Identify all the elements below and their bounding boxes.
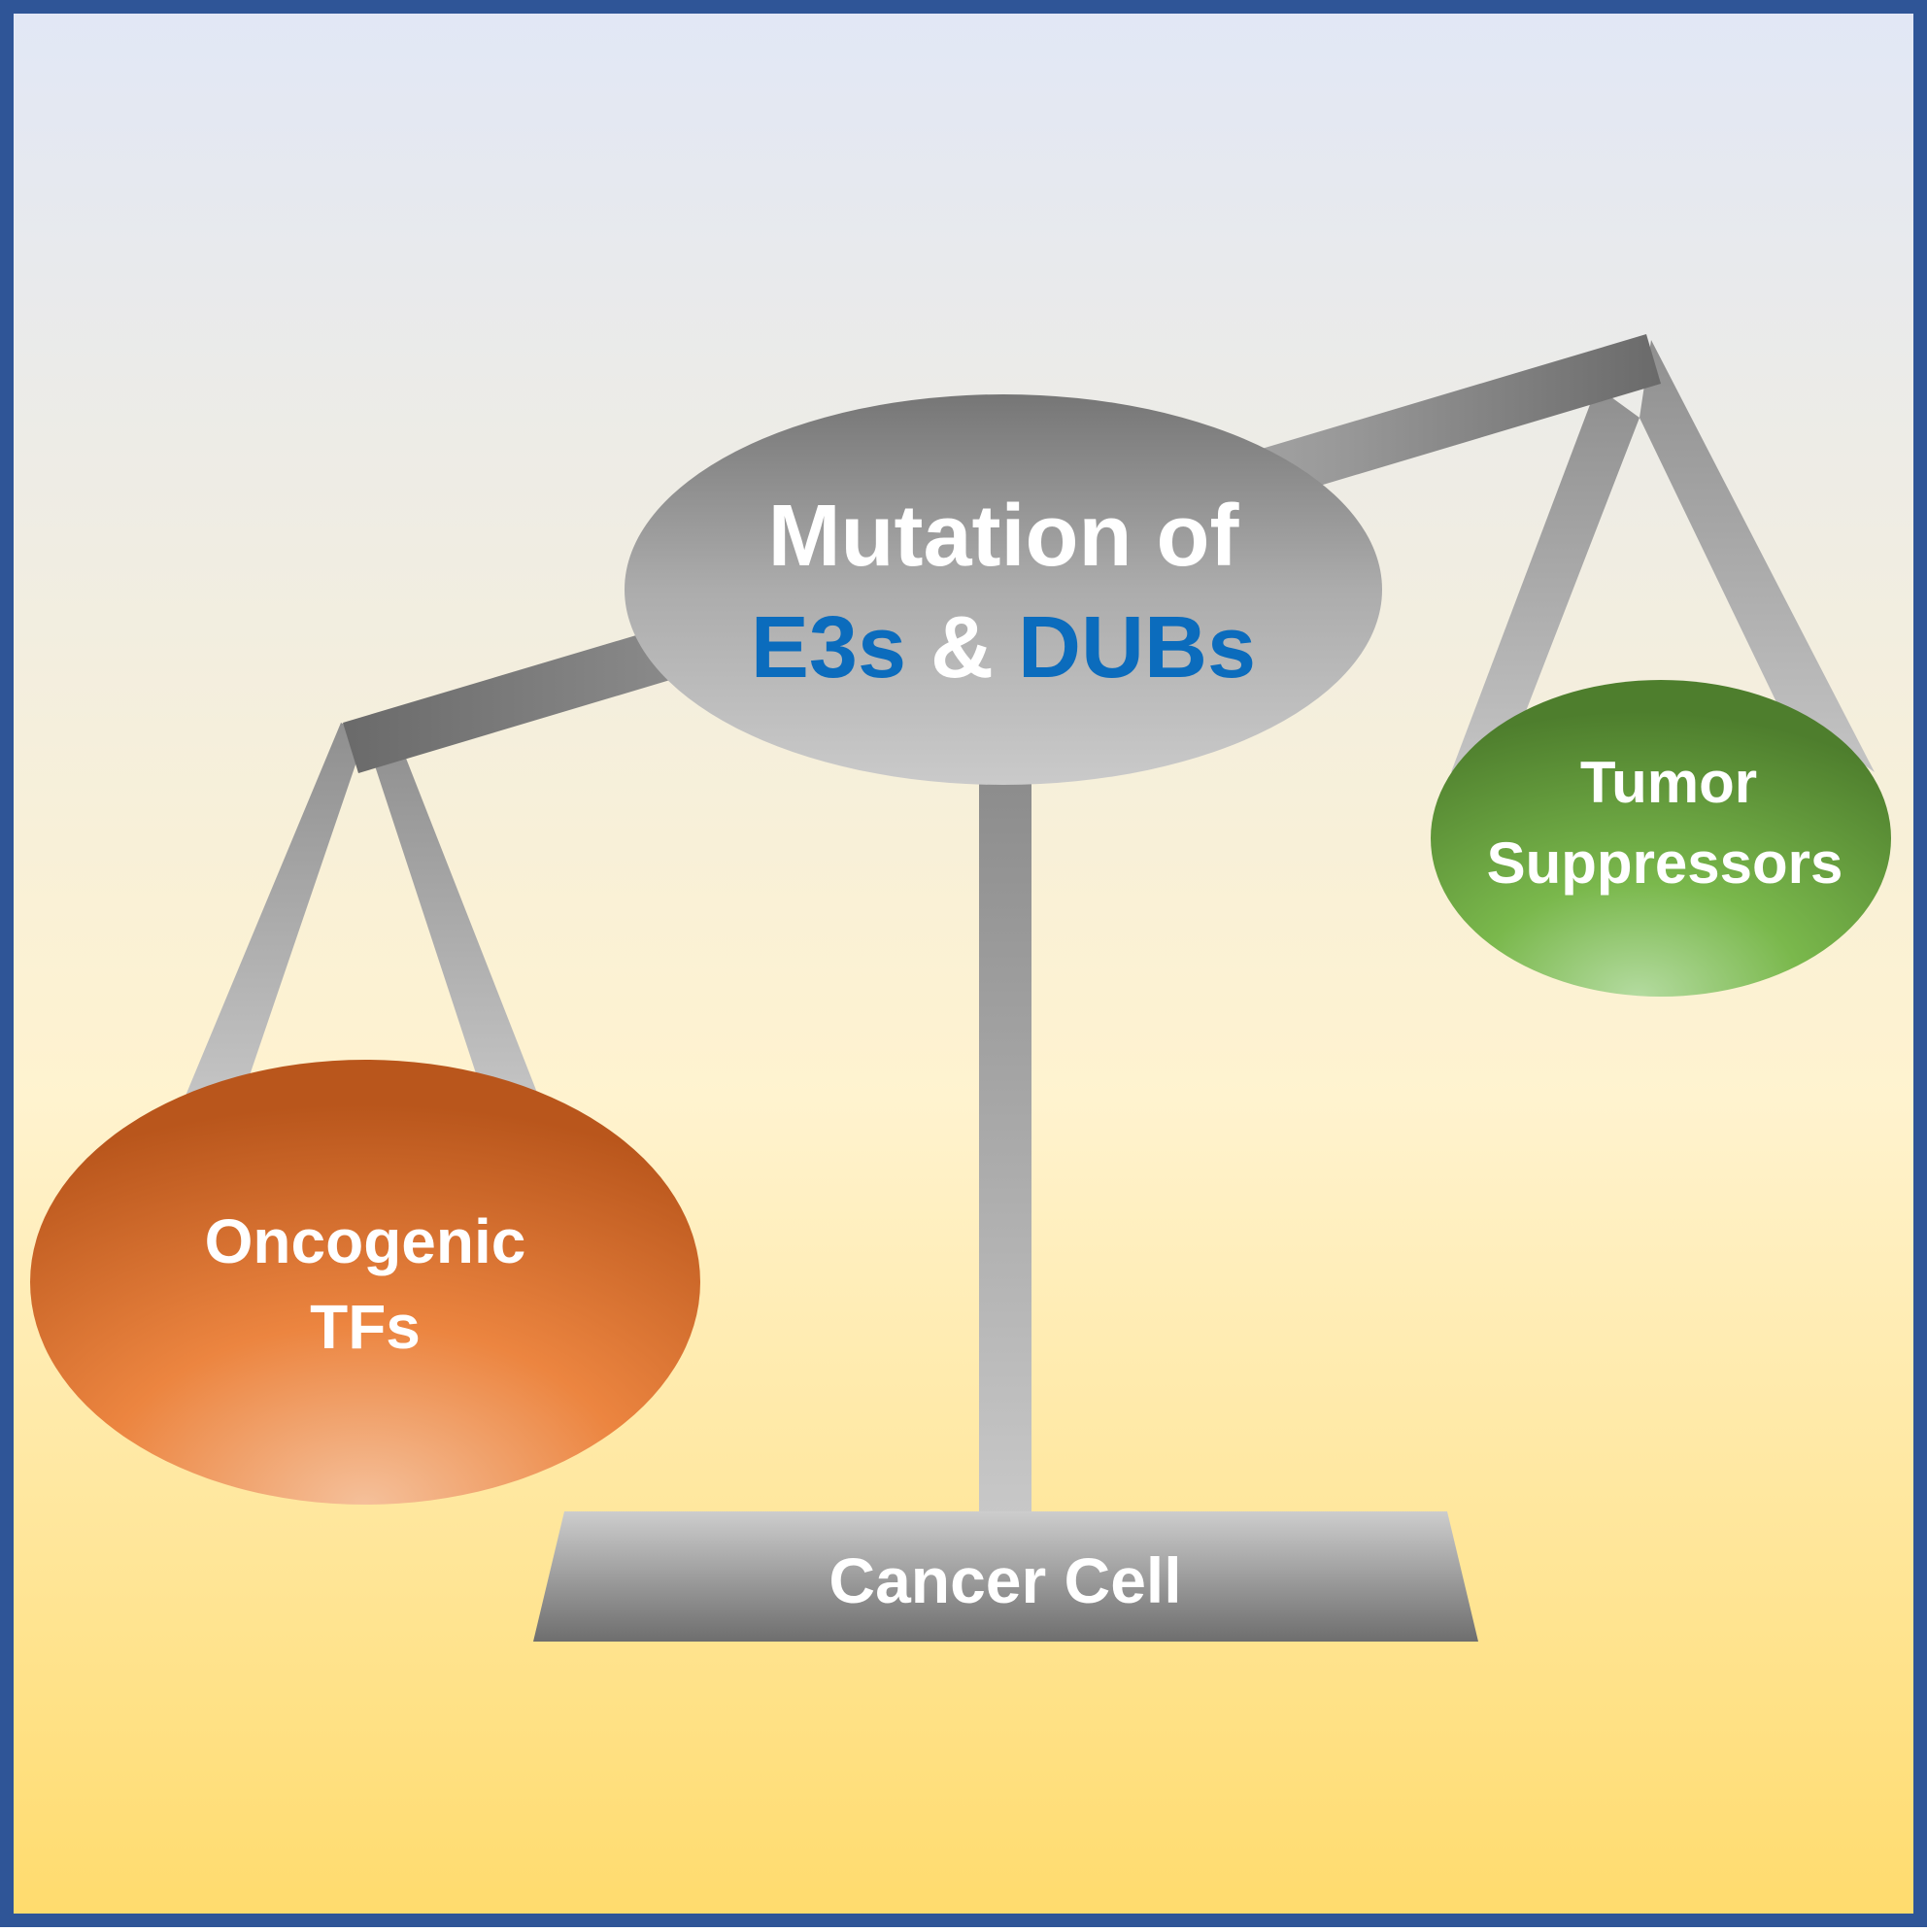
ampersand-label: & — [906, 599, 1018, 696]
tumor-suppressors-label-line1: Tumor — [1580, 750, 1757, 815]
scale-base — [533, 1511, 1478, 1642]
central-post — [979, 777, 1031, 1517]
right-pan-string-right — [1640, 340, 1875, 772]
left-pan-string-left — [186, 723, 365, 1096]
fulcrum-label-line1: Mutation of — [768, 488, 1240, 585]
oncogenic-label-line2: TFs — [310, 1292, 421, 1362]
left-pan-string-right — [365, 736, 539, 1098]
fulcrum-label-line2: E3s & DUBs — [751, 599, 1256, 696]
tumor-suppressors-label-line2: Suppressors — [1487, 830, 1843, 896]
right-pan-string-left — [1451, 387, 1640, 772]
tumor-suppressors-pan — [1431, 680, 1891, 997]
oncogenic-tfs-pan — [30, 1060, 700, 1505]
e3s-label: E3s — [751, 599, 906, 696]
cancer-cell-label: Cancer Cell — [828, 1544, 1181, 1616]
fulcrum-ellipse — [625, 394, 1382, 785]
dubs-label: DUBs — [1018, 599, 1256, 696]
oncogenic-label-line1: Oncogenic — [205, 1206, 526, 1276]
